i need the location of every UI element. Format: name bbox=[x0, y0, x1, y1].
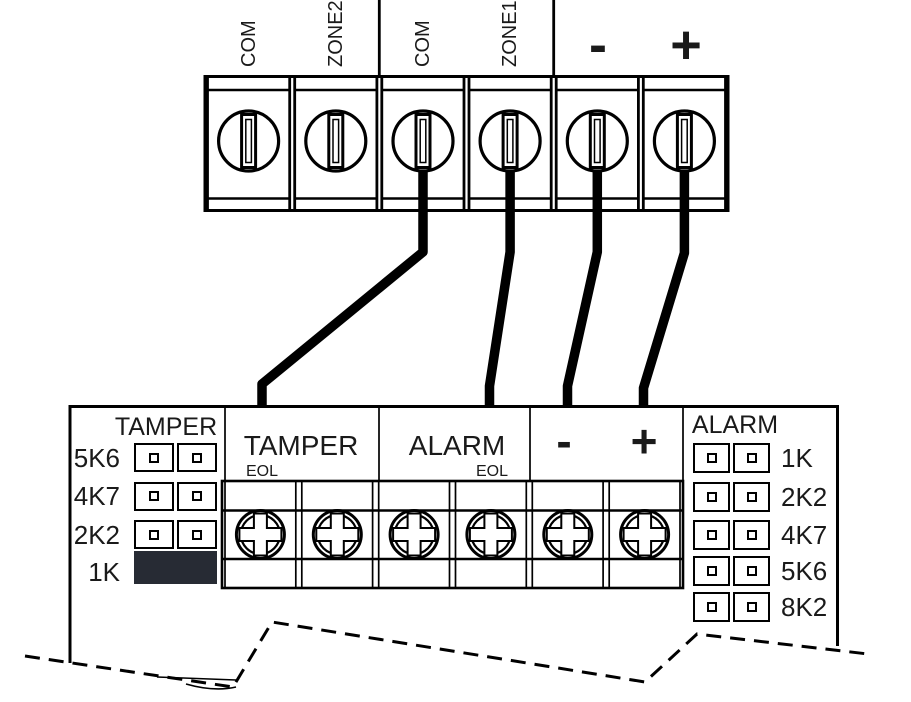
jumper-pin-icon bbox=[746, 453, 757, 463]
torn-edge-dashed-line bbox=[24, 620, 869, 689]
panel-terminal-block bbox=[203, 75, 730, 212]
tamper-eol-label: EOL bbox=[245, 463, 278, 480]
screw-terminal-icon bbox=[478, 109, 542, 173]
jumper-pin-icon bbox=[706, 566, 717, 576]
jumper-pin-icon bbox=[706, 492, 717, 502]
tamper-jumper-label: 4K7 bbox=[73, 481, 120, 511]
tamper-section-label: TAMPER bbox=[243, 430, 359, 461]
tamper-jumper-label: 5K6 bbox=[73, 443, 120, 473]
tamper-jumper-block-title: TAMPER bbox=[114, 413, 218, 441]
screw-terminal-icon bbox=[217, 109, 281, 173]
jumper-pin-icon bbox=[746, 566, 757, 576]
jumper-tamper-2k2 bbox=[134, 520, 217, 549]
screw-terminal-icon bbox=[565, 109, 629, 173]
detector-terminal-block bbox=[220, 479, 685, 590]
jumper-pin-icon bbox=[706, 602, 717, 612]
detector-plus-label: + bbox=[630, 415, 658, 467]
terminal-label-com-zone1: COM bbox=[412, 20, 434, 67]
jumper-pin-icon bbox=[149, 529, 159, 540]
terminal-label-zone1: ZONE1 bbox=[499, 0, 521, 67]
jumper-tamper-1k bbox=[134, 551, 217, 584]
torn-edge-flap bbox=[156, 676, 237, 690]
screw-terminal-icon bbox=[391, 109, 455, 173]
terminal-label-com-zone2: COM bbox=[238, 20, 260, 67]
alarm-jumper-label: 4K7 bbox=[781, 520, 828, 550]
terminal-label-zone2: ZONE2 bbox=[325, 0, 347, 67]
alarm-jumper-label: 2K2 bbox=[781, 482, 828, 512]
screw-terminal-icon bbox=[388, 509, 440, 560]
alarm-section-label: ALARM bbox=[408, 430, 506, 461]
jumper-alarm-1k bbox=[693, 443, 770, 473]
jumper-pin-icon bbox=[149, 491, 159, 501]
alarm-jumper-label: 1K bbox=[781, 443, 813, 473]
screw-terminal-icon bbox=[465, 509, 517, 560]
screw-terminal-icon bbox=[311, 509, 363, 560]
screw-terminal-icon bbox=[304, 109, 368, 173]
tamper-jumper-label: 1K bbox=[88, 557, 120, 587]
screw-terminal-icon bbox=[234, 509, 286, 560]
jumper-tamper-5k6 bbox=[134, 443, 217, 472]
screw-terminal-icon bbox=[619, 509, 671, 560]
jumper-pin-icon bbox=[746, 602, 757, 612]
terminal-label-minus: - bbox=[589, 15, 607, 75]
jumper-alarm-4k7 bbox=[693, 520, 770, 550]
jumper-pin-icon bbox=[192, 452, 202, 463]
wire-zone1-to-alarm bbox=[484, 172, 515, 407]
alarm-jumper-label: 5K6 bbox=[781, 556, 828, 586]
jumper-tamper-4k7 bbox=[134, 481, 217, 511]
jumper-pin-icon bbox=[149, 452, 159, 463]
tamper-jumper-label: 2K2 bbox=[73, 520, 120, 550]
alarm-eol-label: EOL bbox=[475, 463, 508, 480]
alarm-jumper-label: 8K2 bbox=[781, 592, 828, 622]
detector-outline bbox=[68, 405, 839, 663]
jumper-alarm-5k6 bbox=[693, 556, 770, 586]
jumper-alarm-2k2 bbox=[693, 482, 770, 512]
jumper-alarm-8k2 bbox=[693, 592, 770, 622]
detector-minus-label: - bbox=[556, 415, 572, 467]
jumper-pin-icon bbox=[746, 492, 757, 502]
jumper-pin-icon bbox=[192, 529, 202, 540]
wire-com-to-tamper bbox=[257, 172, 428, 407]
screw-terminal-icon bbox=[652, 109, 717, 173]
jumper-pin-icon bbox=[192, 491, 202, 501]
jumper-pin-icon bbox=[746, 530, 757, 540]
wire-minus bbox=[562, 172, 603, 407]
alarm-jumper-block-title: ALARM bbox=[691, 411, 779, 439]
jumper-pin-icon bbox=[706, 530, 717, 540]
jumper-pin-icon bbox=[706, 453, 717, 463]
wire-plus bbox=[638, 172, 690, 407]
terminal-label-plus: + bbox=[670, 15, 702, 75]
screw-terminal-icon bbox=[542, 509, 594, 560]
